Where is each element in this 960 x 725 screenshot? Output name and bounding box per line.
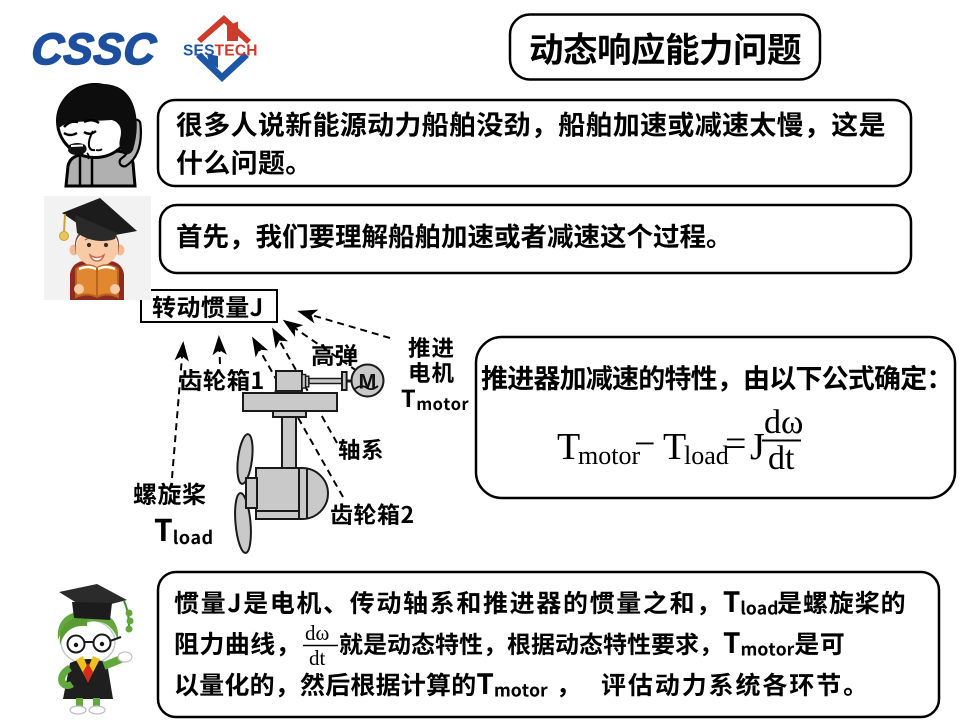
svg-text:SESTECH: SESTECH — [183, 43, 258, 60]
svg-text:J: J — [750, 426, 765, 468]
svg-text:CSSC: CSSC — [29, 25, 159, 74]
svg-text:T: T — [663, 426, 686, 468]
svg-text:T: T — [557, 426, 580, 468]
svg-text:dω: dω — [764, 404, 803, 441]
svg-text:dt: dt — [768, 440, 795, 477]
svg-text:=: = — [725, 423, 746, 465]
svg-text:M: M — [359, 370, 377, 394]
svg-text:load: load — [684, 441, 729, 470]
svg-text:dω: dω — [305, 621, 329, 645]
svg-text:dt: dt — [309, 646, 326, 670]
svg-text:−: − — [634, 423, 655, 465]
svg-text:motor: motor — [578, 441, 640, 470]
